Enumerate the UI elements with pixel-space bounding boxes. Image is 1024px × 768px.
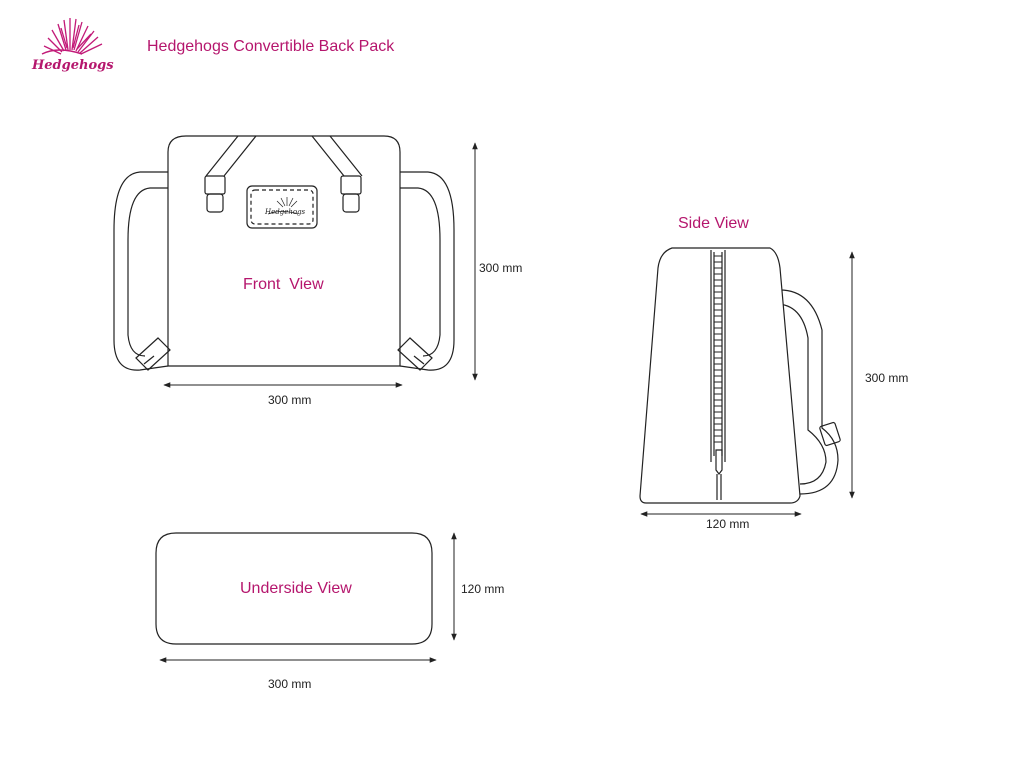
zipper-teeth xyxy=(714,255,722,443)
dimension-lines xyxy=(159,142,855,663)
underside-view-drawing xyxy=(155,532,433,645)
side-width-dimension: 120 mm xyxy=(706,517,750,531)
hedgehog-logo-icon xyxy=(41,18,103,55)
page-title: Hedgehogs Convertible Back Pack xyxy=(147,38,395,55)
underside-view-label: Underside View xyxy=(240,580,352,597)
underside-height-dimension: 120 mm xyxy=(461,582,505,596)
side-view-drawing xyxy=(639,247,841,504)
front-view-drawing xyxy=(113,135,455,371)
front-height-dimension: 300 mm xyxy=(479,261,523,275)
side-height-dimension: 300 mm xyxy=(865,371,909,385)
patch-logo-text: Hedgehogs xyxy=(265,208,306,216)
logo-wordmark: Hedgehogs xyxy=(32,58,114,73)
brand-logo: Hedgehogs xyxy=(28,14,114,76)
underside-width-dimension: 300 mm xyxy=(268,677,312,691)
front-width-dimension: 300 mm xyxy=(268,393,312,407)
patch-logo-icon xyxy=(267,197,299,215)
front-view-label: Front View xyxy=(243,276,324,293)
side-view-label: Side View xyxy=(678,215,749,232)
